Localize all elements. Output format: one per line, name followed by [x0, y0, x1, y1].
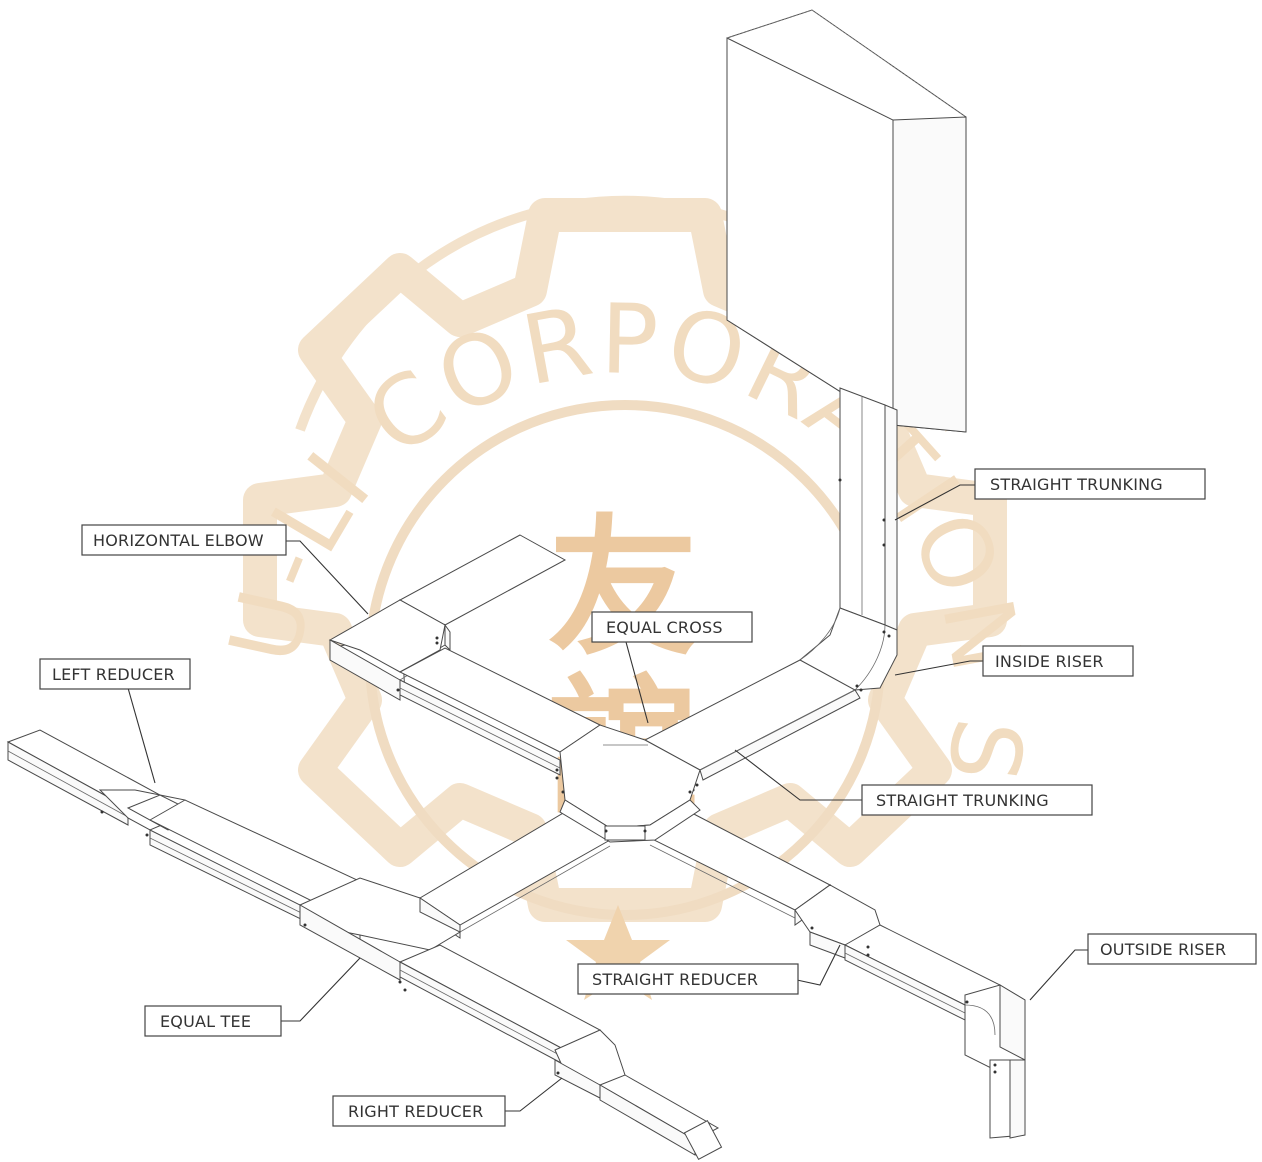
label-equal-cross: EQUAL CROSS: [591, 611, 753, 643]
left-straight-trunking: [6, 729, 162, 826]
lower-cross-junction: [559, 799, 701, 843]
horizontal-elbow: [328, 534, 567, 701]
vertical-straight-trunking: [838, 387, 898, 631]
cabinet-side-face: [892, 116, 967, 433]
label-straight-trunking-top: STRAIGHT TRUNKING: [974, 468, 1206, 500]
svg-text:STRAIGHT REDUCER: STRAIGHT REDUCER: [592, 970, 758, 989]
label-straight-reducer: STRAIGHT REDUCER: [577, 963, 799, 995]
leader-lines: [127, 484, 1088, 1112]
label-inside-riser: INSIDE RISER: [982, 645, 1134, 677]
switchboard-cabinet: [726, 9, 967, 433]
diagonal-straight-trunking: [643, 659, 861, 792]
svg-text:HORIZONTAL ELBOW: HORIZONTAL ELBOW: [93, 531, 264, 550]
svg-text:RIGHT REDUCER: RIGHT REDUCER: [348, 1102, 483, 1121]
svg-text:EQUAL TEE: EQUAL TEE: [160, 1012, 251, 1031]
watermark-cjk-top: 友: [548, 500, 698, 676]
label-equal-tee: EQUAL TEE: [144, 1005, 282, 1037]
label-right-reducer: RIGHT REDUCER: [332, 1095, 506, 1127]
svg-text:EQUAL CROSS: EQUAL CROSS: [606, 618, 723, 637]
outside-riser: [964, 984, 1026, 1139]
svg-text:INSIDE RISER: INSIDE RISER: [995, 652, 1104, 671]
inside-riser: [799, 607, 898, 692]
right-straight-trunking: [598, 1074, 723, 1161]
label-left-reducer: LEFT REDUCER: [39, 658, 191, 690]
svg-text:LEFT REDUCER: LEFT REDUCER: [52, 665, 175, 684]
svg-text:STRAIGHT TRUNKING: STRAIGHT TRUNKING: [990, 475, 1163, 494]
label-straight-trunking-mid: STRAIGHT TRUNKING: [861, 784, 1093, 816]
svg-text:STRAIGHT TRUNKING: STRAIGHT TRUNKING: [876, 791, 1049, 810]
label-horizontal-elbow: HORIZONTAL ELBOW: [81, 524, 287, 556]
svg-text:OUTSIDE RISER: OUTSIDE RISER: [1100, 940, 1226, 959]
label-outside-riser: OUTSIDE RISER: [1087, 933, 1257, 965]
equal-tee: [299, 877, 462, 992]
